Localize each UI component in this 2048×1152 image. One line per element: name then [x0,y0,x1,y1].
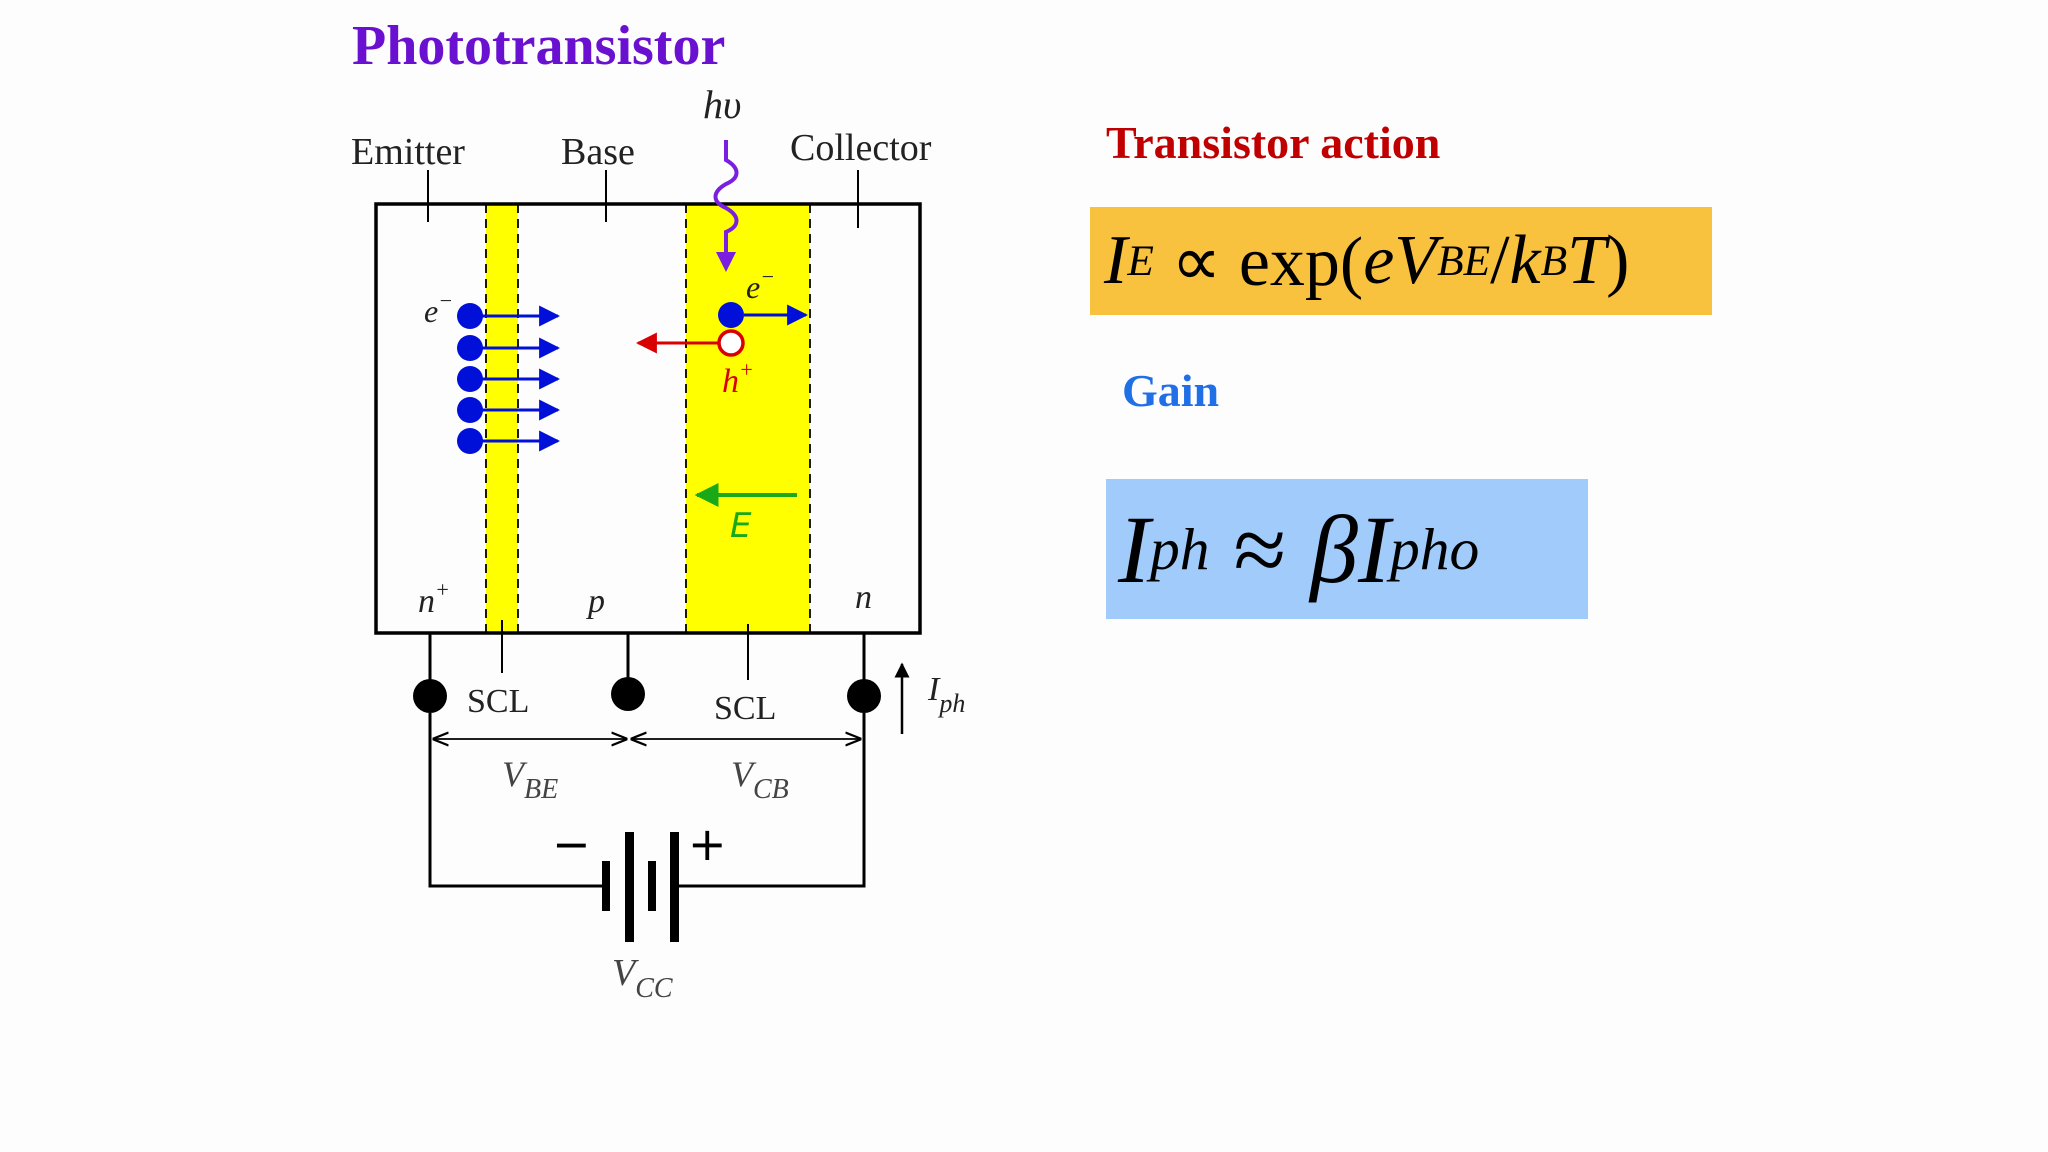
circuit-wire-left [428,713,604,888]
photocurrent-label: Iph [927,671,965,718]
collector-terminal [847,679,881,713]
photo-electron [718,302,744,328]
hole [717,329,745,357]
electron [457,428,483,454]
electron [457,366,483,392]
photo-electron-label: e− [746,264,775,305]
scl-right-label: SCL [714,690,776,727]
battery-plus: + [688,817,727,871]
circuit-wire-right [678,713,866,888]
photon-wave [713,140,739,272]
emitter-electrons [457,303,561,454]
scl-left-label: SCL [467,683,529,720]
hole-label: h+ [722,357,754,400]
electron [457,303,483,329]
electron [457,335,483,361]
collector-scl-region [686,204,810,633]
battery [602,832,679,942]
electron [457,397,483,423]
slide-title: Phototransistor [352,15,726,77]
vcb-label: VCB [731,754,789,805]
emitter-label: Emitter [351,131,465,173]
vbe-label: VBE [502,754,558,805]
collector-doping-label: n [855,579,872,616]
field-label: E [730,506,752,546]
battery-minus: − [552,817,591,871]
vcc-label: VCC [612,952,673,1004]
collector-label: Collector [790,127,932,169]
base-terminal [611,677,645,711]
emitter-doping-label: n+ [418,577,450,620]
gain-title: Gain [1122,365,1220,416]
base-doping-label: p [586,583,605,620]
transistor-action-title: Transistor action [1106,117,1441,168]
device-body [374,202,922,635]
emitter-scl-region [486,204,518,633]
electron-label: e− [424,288,453,329]
emitter-terminal [413,679,447,713]
base-label: Base [561,131,635,173]
photon-label: hυ [703,82,741,127]
